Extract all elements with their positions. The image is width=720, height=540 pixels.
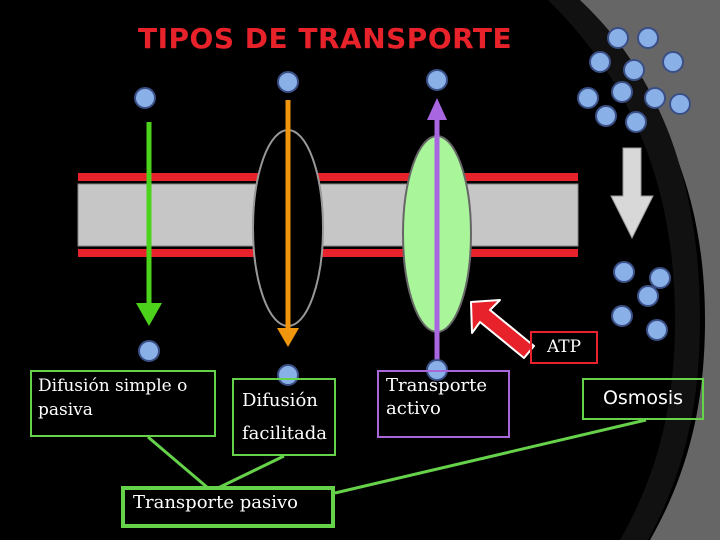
molecule-circle	[138, 340, 160, 362]
molecule-circle	[134, 87, 156, 109]
molecule-circle	[611, 81, 633, 103]
molecules-group	[134, 27, 691, 386]
molecule-circle	[637, 27, 659, 49]
molecule-circle	[277, 71, 299, 93]
label-atp: ATP	[530, 331, 598, 364]
label-facilitated-line1: Difusión	[242, 390, 318, 411]
gray-curve-decoration	[560, 0, 720, 540]
molecule-circle	[613, 261, 635, 283]
molecule-circle	[625, 111, 647, 133]
molecule-circle	[611, 305, 633, 327]
molecule-circle	[649, 267, 671, 289]
facilitated-arrow-head	[277, 328, 299, 347]
simple-diffusion-arrow-head	[136, 303, 162, 326]
molecule-circle	[623, 59, 645, 81]
molecule-circle	[669, 93, 691, 115]
label-active-transport: Transporte activo	[377, 370, 510, 438]
label-passive-transport: Transporte pasivo	[121, 486, 335, 528]
molecule-circle	[577, 87, 599, 109]
connector-simple	[147, 435, 209, 490]
osmosis-arrow	[610, 147, 654, 240]
membrane-gray-band	[77, 183, 579, 247]
label-facilitated-line2: facilitada	[242, 423, 327, 444]
page-title: TIPOS DE TRANSPORTE	[138, 22, 513, 55]
molecule-circle	[589, 51, 611, 73]
dark-inner-curve	[548, 0, 700, 540]
label-simple-diffusion: Difusión simple o pasiva	[30, 370, 216, 437]
membrane-red-bottom	[78, 249, 578, 257]
membrane-red-top	[78, 173, 578, 181]
atp-energy-arrow	[470, 299, 535, 359]
molecule-circle	[662, 51, 684, 73]
molecule-circle	[426, 69, 448, 91]
molecule-circle	[595, 105, 617, 127]
molecule-circle	[646, 319, 668, 341]
molecule-circle	[644, 87, 666, 109]
label-facilitated-diffusion: Difusión facilitada	[232, 378, 336, 456]
label-osmosis: Osmosis	[582, 378, 704, 420]
molecule-circle	[607, 27, 629, 49]
molecule-circle	[277, 364, 299, 386]
connector-osmosis	[334, 418, 647, 495]
active-arrow-head	[427, 98, 447, 120]
molecule-circle	[637, 285, 659, 307]
connector-facilitada	[217, 454, 285, 490]
